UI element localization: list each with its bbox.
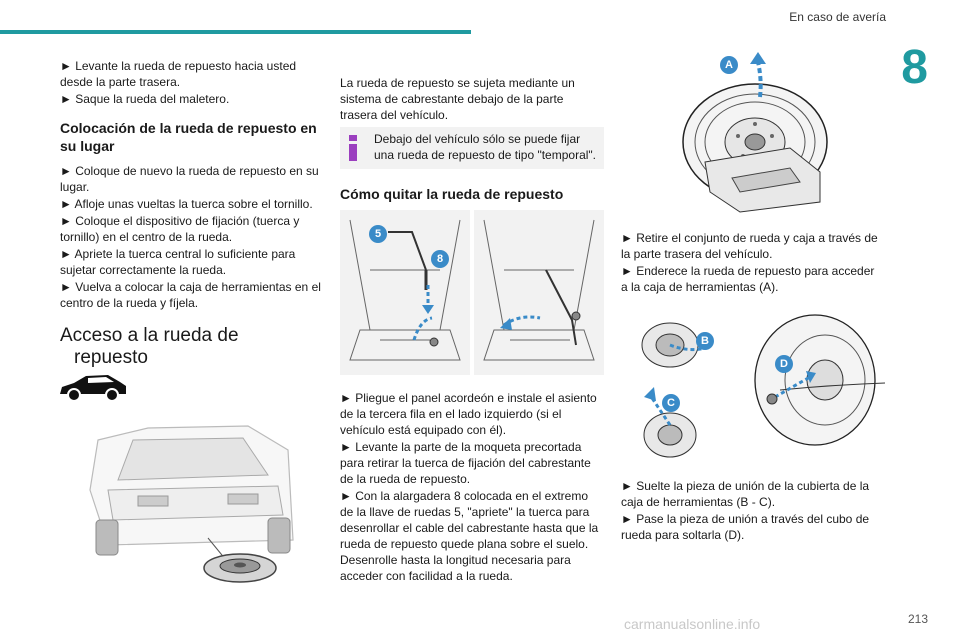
suv-rear-spare-wheel-illustration bbox=[89, 425, 294, 583]
callout-D: D bbox=[775, 355, 793, 373]
trunk-winch-illustration bbox=[340, 210, 604, 375]
section-title: En caso de avería bbox=[789, 10, 886, 24]
instruction-line: ► Coloque de nuevo la rueda de repuesto … bbox=[60, 164, 319, 194]
car-silhouette-icon bbox=[60, 375, 126, 402]
spare-wheel-toolbox-illustration bbox=[682, 52, 828, 213]
instruction-line: ► Retire el conjunto de rueda y caja a t… bbox=[621, 231, 878, 261]
callout-B: B bbox=[696, 332, 714, 350]
instruction-line: ► Con la alargadera 8 colocada en el ext… bbox=[340, 489, 599, 583]
info-note-text: Debajo del vehículo sólo se puede fijar … bbox=[374, 132, 596, 162]
instruction-line: ► Apriete la tuerca central lo suficient… bbox=[60, 247, 296, 277]
heading-acceso: Acceso a la rueda de repuesto bbox=[60, 325, 322, 369]
instruction-line: ► Afloje unas vueltas la tuerca sobre el… bbox=[60, 197, 313, 211]
instruction-line: ► Levante la parte de la moqueta precort… bbox=[340, 440, 591, 486]
watermark: carmanualsonline.info bbox=[624, 616, 761, 632]
instruction-line: ► Suelte la pieza de unión de la cubiert… bbox=[621, 479, 870, 509]
callout-5: 5 bbox=[369, 225, 387, 243]
column-middle-bottom: ► Pliegue el panel acordeón e instale el… bbox=[340, 390, 604, 585]
instruction-line: ► Coloque el dispositivo de fijación (tu… bbox=[60, 214, 300, 244]
callout-A: A bbox=[720, 56, 738, 74]
info-note-box: Debajo del vehículo sólo se puede fijar … bbox=[340, 127, 604, 169]
column-right-bottom: ► Suelte la pieza de unión de la cubiert… bbox=[621, 478, 883, 544]
chapter-number: 8 bbox=[901, 41, 928, 94]
intro-text: La rueda de repuesto se sujeta mediante … bbox=[340, 76, 575, 122]
heading-acceso-line1: Acceso a la rueda de bbox=[60, 325, 239, 346]
column-middle-top: La rueda de repuesto se sujeta mediante … bbox=[340, 75, 604, 124]
callout-8: 8 bbox=[431, 250, 449, 268]
column-left: ► Levante la rueda de repuesto hacia ust… bbox=[60, 58, 322, 369]
callout-C: C bbox=[662, 394, 680, 412]
info-icon bbox=[349, 135, 357, 161]
page-number: 213 bbox=[907, 612, 928, 626]
instruction-line: ► Vuelva a colocar la caja de herramient… bbox=[60, 280, 321, 310]
heading-como-quitar: Cómo quitar la rueda de repuesto bbox=[340, 186, 564, 202]
header-accent-bar bbox=[0, 30, 471, 34]
instruction-line: ► Saque la rueda del maletero. bbox=[60, 92, 230, 106]
instruction-line: ► Pliegue el panel acordeón e instale el… bbox=[340, 391, 597, 437]
instruction-line: ► Enderece la rueda de repuesto para acc… bbox=[621, 264, 875, 294]
instruction-line: ► Pase la pieza de unión a través del cu… bbox=[621, 512, 870, 542]
heading-colocacion: Colocación de la rueda de repuesto en su… bbox=[60, 120, 317, 154]
column-right-top: ► Retire el conjunto de rueda y caja a t… bbox=[621, 230, 883, 296]
heading-acceso-line2: repuesto bbox=[74, 347, 148, 368]
instruction-line: ► Levante la rueda de repuesto hacia ust… bbox=[60, 59, 297, 89]
toolbox-release-illustration bbox=[641, 314, 886, 458]
